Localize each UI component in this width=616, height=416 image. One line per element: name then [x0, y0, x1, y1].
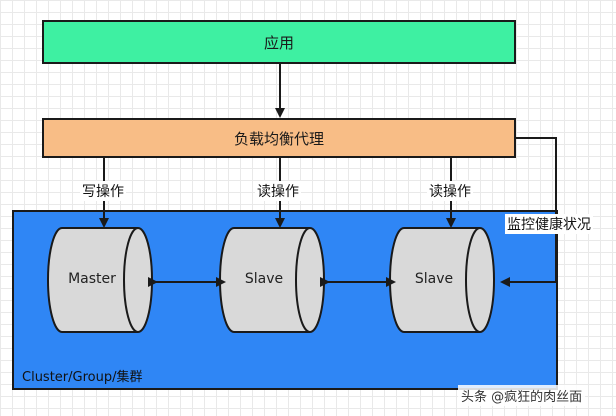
- slave-node-1-cylinder: [219, 227, 325, 333]
- master-node-label: Master: [68, 271, 116, 287]
- write-operation-label: 写操作: [80, 181, 126, 201]
- app-label: 应用: [263, 33, 294, 52]
- slave-node-2-label: Slave: [414, 271, 454, 287]
- read-operation-label-2: 读操作: [427, 181, 473, 201]
- health-monitor-label: 监控健康状况: [505, 214, 593, 234]
- watermark-text: 头条 @疯狂的肉丝面: [458, 385, 586, 406]
- slave-node-1-label: Slave: [244, 271, 284, 287]
- read-operation-label-1: 读操作: [255, 181, 301, 201]
- arrow-health-check: [500, 137, 557, 287]
- load-balancer-box: 负载均衡代理: [42, 118, 516, 158]
- app-box: 应用: [42, 20, 516, 64]
- cluster-label: Cluster/Group/集群: [22, 370, 143, 385]
- load-balancer-label: 负载均衡代理: [233, 129, 324, 148]
- master-node-cylinder: [47, 227, 153, 333]
